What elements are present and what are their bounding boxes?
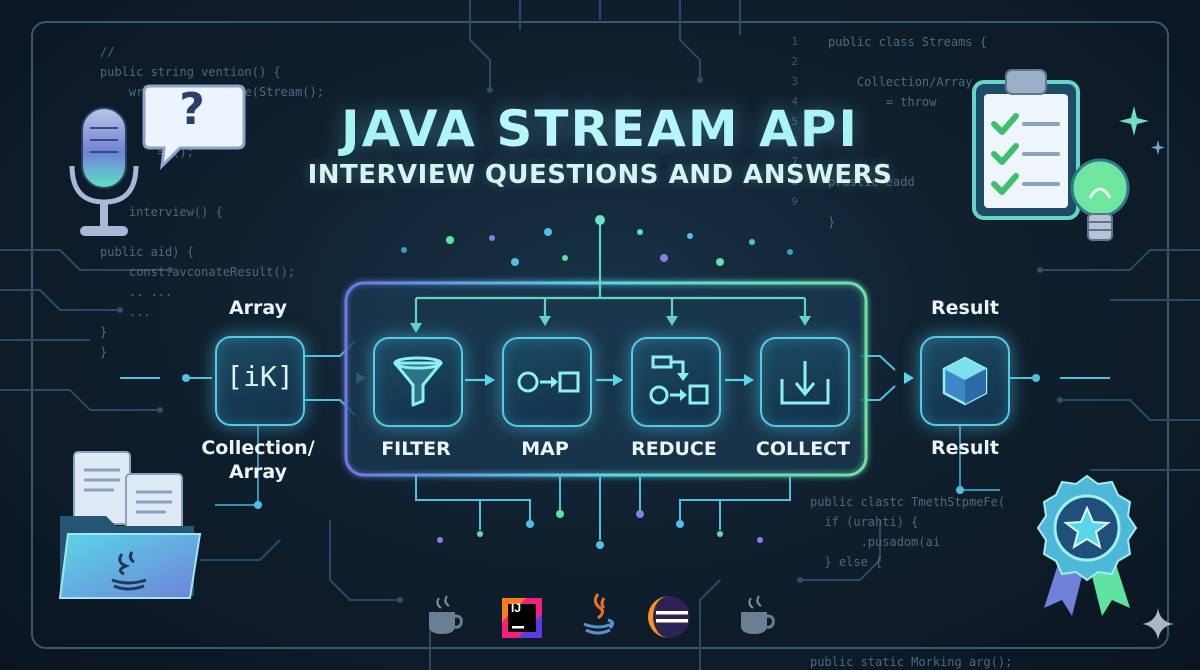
code-line (810, 632, 1012, 652)
clipboard-checklist-icon (972, 69, 1080, 220)
coffee-cup-icon (429, 595, 463, 634)
lightbulb-icon (1070, 158, 1130, 241)
code-line: } (828, 215, 836, 229)
code-line-number: 1 (791, 35, 798, 48)
code-line: .. ... (100, 285, 173, 299)
fanout-dots (437, 510, 763, 549)
code-line-number: 6 (780, 132, 798, 152)
java-folder-icon (58, 451, 202, 599)
intellij-logo-icon (502, 598, 542, 638)
stage-map-node[interactable] (502, 337, 592, 427)
fanout-wires (415, 475, 791, 540)
collect-tray-icon (780, 361, 830, 405)
stage-label-collect: COLLECT (755, 438, 851, 460)
page-subtitle: INTERVIEW QUESTIONS AND ANSWERS (307, 160, 893, 190)
code-line (810, 572, 1012, 592)
output-label-bottom: Result (931, 437, 999, 459)
corner-sparkle-icon (1142, 608, 1174, 640)
code-line-number: 7 (791, 155, 798, 168)
code-line (828, 192, 987, 212)
code-line (810, 612, 1012, 632)
code-line-number: 4 (780, 92, 798, 112)
code-line: interview() { (100, 205, 223, 219)
reduce-icon (649, 355, 709, 405)
intellij-logo-text: IJ (511, 601, 522, 615)
stage-collect-node[interactable] (760, 337, 850, 427)
code-line: } (100, 345, 108, 359)
feeder-arrowheads (410, 316, 811, 333)
stage-label-filter: FILTER (381, 438, 451, 460)
feeder-wires (414, 220, 807, 325)
funnel-icon (393, 356, 443, 407)
stage-reduce-node[interactable] (631, 337, 721, 427)
code-line-numbers: 1 2 3 456 7 8 9 (780, 32, 798, 212)
microphone-icon (69, 107, 139, 236)
code-line: public string vention() { (100, 65, 281, 79)
code-line (828, 52, 987, 72)
particles (401, 228, 793, 266)
code-line: } (100, 325, 108, 339)
eclipse-logo-icon (648, 596, 690, 638)
feeder-node (595, 215, 605, 225)
code-snippet-right-bottom: public clastc TmethStpmeFe( if (urahti) … (810, 492, 1012, 670)
input-label-bottom: Collection/ Array (201, 437, 315, 483)
coffee-cup-icon-right (741, 595, 775, 634)
stage-label-map: MAP (521, 438, 569, 460)
dim-trace-dots (117, 77, 1063, 603)
code-snippet-left: //public string vention() { write.stream… (100, 42, 324, 362)
input-collection-node[interactable]: [iK] (215, 336, 305, 426)
question-bubble-icon (142, 84, 246, 171)
page-title: JAVA STREAM API (0, 100, 1200, 158)
output-result-node[interactable] (920, 336, 1010, 426)
code-line: .pusadom(ai (810, 535, 941, 549)
side-wire-dots (182, 374, 1040, 509)
code-line: public aid) { (100, 245, 194, 259)
code-line: public clastc TmethStpmeFe( (810, 495, 1006, 509)
code-line: const.avconateResult(); (100, 265, 296, 279)
code-line-number: 5 (780, 112, 798, 132)
code-line-number: 2 (791, 55, 798, 68)
code-line: Collection/Array (828, 75, 973, 89)
code-line-number: 9 (791, 195, 798, 208)
cube-icon (942, 356, 988, 406)
code-line: public static Morking arg(); (810, 655, 1013, 669)
code-line: public class Streams { (828, 35, 987, 49)
code-line: ... (100, 305, 151, 319)
code-snippet-right-top: public class Streams { Collection/Array … (828, 32, 987, 232)
stage-connector-heads (485, 374, 754, 386)
input-label-top: Array (228, 297, 288, 319)
stage-filter-node[interactable] (373, 337, 463, 427)
input-array-icon: [iK] (226, 360, 294, 393)
code-line (810, 592, 1012, 612)
outer-border (31, 21, 1169, 649)
code-line-number: 3 (791, 75, 798, 88)
sparkle-icon (1119, 106, 1165, 155)
output-label-top: Result (931, 297, 999, 319)
code-line: if (urahti) { (810, 515, 919, 529)
star-award-badge-icon (1036, 474, 1138, 616)
code-line: // (100, 45, 115, 59)
code-line: } else { (810, 555, 883, 569)
java-logo-icon (583, 593, 615, 635)
question-mark: ? (179, 84, 205, 135)
map-transform-icon (517, 371, 580, 393)
code-line-number: 8 (791, 175, 798, 188)
code-line: prustic eadd (828, 175, 915, 189)
code-line: = throw (828, 92, 987, 112)
stage-label-reduce: REDUCE (631, 438, 717, 460)
